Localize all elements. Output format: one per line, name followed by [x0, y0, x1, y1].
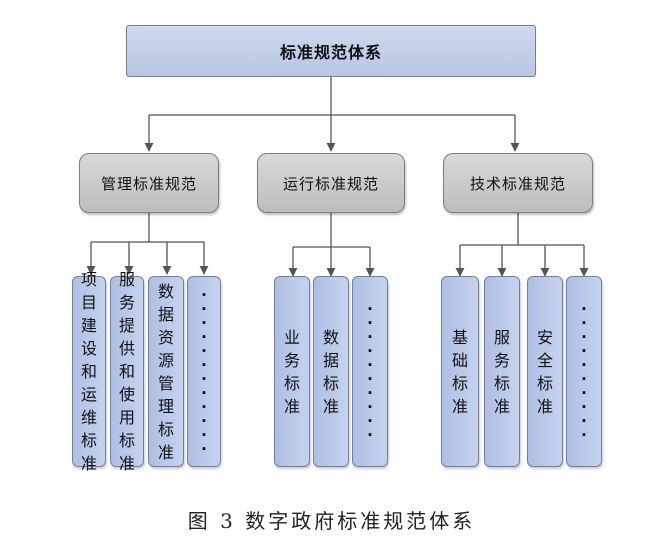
ellipsis-label: ·········· [581, 299, 587, 444]
ellipsis-label: ·········· [367, 299, 373, 444]
root-node-label: 标准规范体系 [279, 43, 382, 62]
leaf-label: 业务标准 [283, 327, 300, 416]
leaf-label: 数据标准 [322, 327, 339, 416]
category-management-node: 管理标准规范 [79, 153, 219, 213]
leaf-node: 服务提供和使用标准 [110, 270, 144, 473]
category-operation-node: 运行标准规范 [257, 153, 405, 213]
leaf-label: 基础标准 [451, 327, 468, 416]
leaf-node: 安全标准 [527, 276, 563, 467]
leaf-node-ellipsis: ·········· [566, 276, 602, 467]
leaf-node: 数据标准 [313, 276, 349, 467]
category-technology-node: 技术标准规范 [443, 153, 593, 213]
leaf-node-ellipsis: ············ [187, 276, 221, 467]
category-label: 技术标准规范 [469, 174, 566, 193]
leaf-node: 项目建设和运维标准 [72, 270, 106, 473]
figure-caption: 图 3 数字政府标准规范体系 [187, 509, 476, 533]
root-node: 标准规范体系 [126, 25, 536, 77]
leaf-label: 安全标准 [536, 327, 553, 416]
leaf-node-ellipsis: ·········· [352, 276, 388, 467]
leaf-node: 业务标准 [274, 276, 310, 467]
leaf-label: 服务提供和使用标准 [118, 270, 135, 473]
category-label: 运行标准规范 [282, 174, 379, 193]
leaf-node: 服务标准 [484, 276, 520, 467]
leaf-node: 数据资源管理标准 [148, 276, 184, 467]
leaf-label: 项目建设和运维标准 [80, 270, 97, 473]
leaf-node: 基础标准 [441, 276, 479, 467]
leaf-label: 服务标准 [493, 327, 510, 416]
ellipsis-label: ············ [201, 285, 207, 458]
category-label: 管理标准规范 [100, 174, 197, 193]
leaf-label: 数据资源管理标准 [157, 281, 174, 462]
